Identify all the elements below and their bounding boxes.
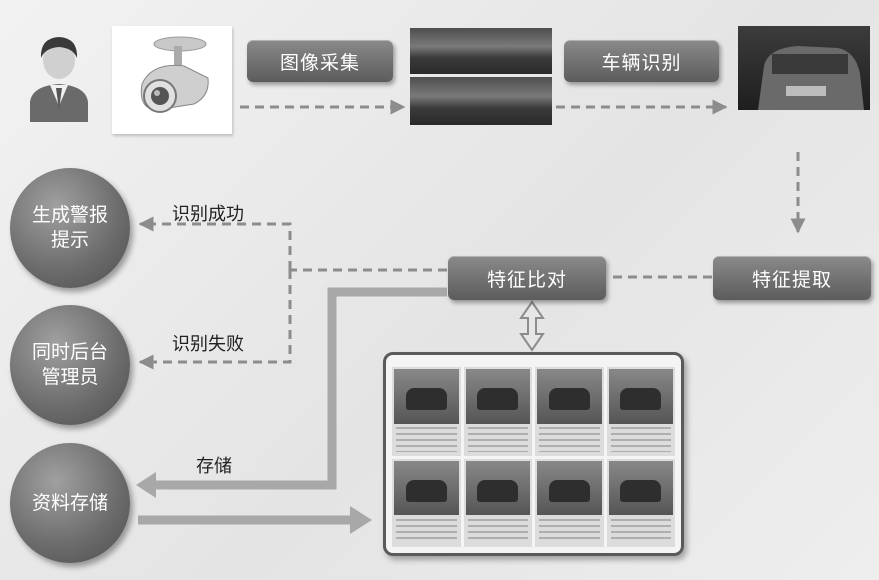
failure-label: 识别失败 [172,334,244,355]
person-icon [26,30,92,122]
result-grid [392,367,675,547]
data-storage-node: 资料存储 [10,443,130,563]
result-cell [463,458,532,547]
data-storage-label: 资料存储 [31,491,108,514]
capture-photo-bottom [410,77,552,125]
store-label: 存储 [196,456,232,477]
generate-alarm-node: 生成警报提示 [10,168,130,288]
result-cell [535,367,604,456]
feature-compare-box: 特征比对 [448,256,606,300]
vehicle-recognition-box: 车辆识别 [564,40,719,82]
result-cell [606,458,675,547]
generate-alarm-label: 生成警报提示 [31,204,108,251]
notify-admin-node: 同时后台管理员 [10,305,130,425]
feature-extract-box: 特征提取 [713,256,871,300]
capture-photo-top [410,28,552,74]
vehicle-photo [738,26,870,110]
result-monitor [383,352,684,556]
result-cell [535,458,604,547]
arrow-compare-to-storage [150,287,447,490]
arrow-split-to-admin [138,270,292,370]
image-capture-box: 图像采集 [247,40,393,82]
double-arrow-icon [519,300,545,352]
success-label: 识别成功 [172,204,244,225]
arrow-split-to-alarm [138,216,292,270]
result-cell [606,367,675,456]
result-cell [392,458,461,547]
arrowhead-monitor [350,506,372,534]
arrowhead-storage [136,472,156,498]
notify-admin-label: 同时后台管理员 [31,341,108,388]
result-cell [463,367,532,456]
camera-icon [112,26,232,134]
result-cell [392,367,461,456]
